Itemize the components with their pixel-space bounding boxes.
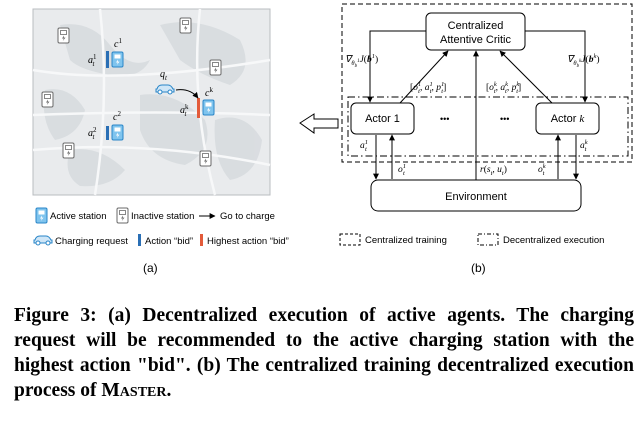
active-station-icon: [111, 124, 124, 141]
panel-b: Centralized Attentive Critic Actor 1 Act…: [339, 3, 633, 275]
legend-decentralized-execution: Decentralized execution: [503, 235, 604, 246]
actor-1-label: Actor 1: [365, 113, 400, 125]
panel-a-label: (a): [143, 261, 158, 275]
figure-caption: Figure 3: (a) Decentralized execution of…: [14, 303, 634, 403]
request-label: qt: [160, 69, 168, 82]
gradient-label-1: ∇θb1J(b1): [345, 53, 378, 69]
caption-system-name: Master: [101, 380, 167, 401]
legend-centralized-training: Centralized training: [365, 235, 447, 246]
critic-input-arrow-1: [399, 50, 449, 104]
ellipsis-left: •••: [440, 114, 449, 124]
caption-end: .: [166, 380, 172, 401]
highest-bid-swatch: [200, 234, 203, 246]
active-station-icon: [202, 99, 215, 116]
legend-inactive-station: Inactive station: [131, 211, 194, 222]
critic-label-line2: Attentive Critic: [440, 34, 511, 46]
legend-a: Active station Inactive station Go to ch…: [33, 207, 289, 247]
legend-active-station: Active station: [50, 211, 107, 222]
inactive-station-icon: [209, 59, 222, 76]
legend-centralized-swatch: [339, 233, 361, 246]
bid-bar: [106, 51, 109, 68]
active-station-icon: [111, 51, 124, 68]
hollow-arrow-icon: [299, 113, 339, 134]
agent-label: ck: [205, 86, 213, 99]
critic-input-arrow-k: [499, 50, 553, 104]
active-station-icon: [35, 207, 48, 224]
critic-label-line1: Centralized: [448, 20, 504, 32]
actor-1-box: [350, 102, 415, 135]
legend-action-bid: Action “bid”: [145, 236, 193, 247]
bid-bar: [106, 126, 109, 140]
ellipsis-right: •••: [500, 114, 509, 124]
gradient-arrow-k: [525, 30, 588, 103]
inactive-station-icon: [57, 27, 70, 44]
legend-charging-request: Charging request: [55, 236, 128, 247]
environment-label: Environment: [445, 191, 507, 203]
agent-label: c1: [114, 37, 122, 50]
gradient-label-k: ∇θbkJ(bk): [567, 53, 600, 69]
caption-text: Figure 3: (a) Decentralized execution of…: [14, 305, 634, 401]
panel-b-label: (b): [471, 261, 486, 275]
charging-request-icon: [33, 235, 53, 246]
inactive-station-icon: [41, 91, 54, 108]
actor-k-label: Actor k: [551, 113, 586, 125]
go-to-charge-arrow: [175, 89, 199, 99]
map-texture: [43, 22, 262, 187]
actor-k-box: [535, 102, 600, 135]
decentralized-execution-box: [347, 96, 629, 157]
legend-highest-action-bid: Highest action “bid”: [207, 236, 289, 247]
legend-go-to-charge: Go to charge: [220, 211, 275, 222]
gradient-arrow-1: [367, 30, 426, 103]
map-roads: [32, 8, 271, 196]
action-bid-swatch: [138, 234, 141, 246]
inactive-station-icon: [116, 207, 129, 224]
inactive-station-icon: [199, 150, 212, 167]
agent-label: c2: [113, 110, 121, 123]
highest-bid-bar: [197, 98, 200, 118]
inactive-station-icon: [179, 17, 192, 34]
centralized-training-box: [341, 3, 633, 163]
legend-decentralized-swatch: [477, 233, 499, 246]
inactive-station-icon: [62, 142, 75, 159]
reward-label: r(st, ut): [480, 164, 507, 177]
